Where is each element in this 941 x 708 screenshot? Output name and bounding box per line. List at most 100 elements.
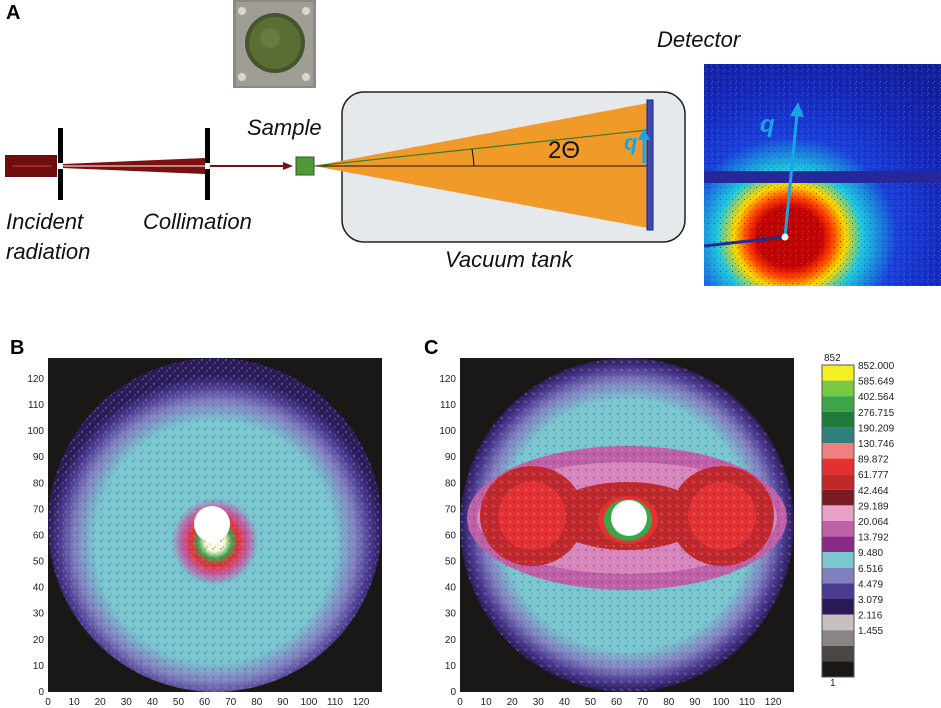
axis-ticks-b: 0010102020303040405050606070708080909010… — [27, 374, 370, 708]
x-tick-label: 100 — [713, 697, 730, 708]
y-tick-label: 10 — [445, 661, 457, 672]
saxs-pattern-b: 0010102020303040405050606070708080909010… — [27, 358, 382, 708]
colorbar-level-label: 3.079 — [858, 595, 883, 606]
x-tick-label: 0 — [457, 697, 463, 708]
colorbar-swatch — [822, 365, 854, 381]
x-tick-label: 30 — [533, 697, 545, 708]
colorbar-swatch — [822, 458, 854, 475]
y-tick-label: 70 — [445, 504, 457, 515]
colorbar-swatch — [822, 521, 854, 537]
colorbar-swatch — [822, 661, 854, 677]
colorbar-frame — [821, 364, 855, 678]
x-tick-label: 90 — [277, 697, 289, 708]
x-tick-label: 50 — [173, 697, 185, 708]
y-tick-label: 50 — [445, 557, 457, 568]
colorbar-level-label: 9.480 — [858, 548, 883, 559]
x-tick-label: 70 — [225, 697, 237, 708]
panel-letter-b: B — [10, 337, 25, 359]
colorbar-swatch — [822, 552, 854, 568]
x-tick-label: 60 — [611, 697, 623, 708]
colorbar-swatch — [822, 583, 854, 599]
x-tick-label: 120 — [353, 697, 370, 708]
x-tick-label: 120 — [765, 697, 782, 708]
colorbar-level-label: 4.479 — [858, 579, 883, 590]
colorbar-level-label: 20.064 — [858, 517, 889, 528]
colorbar-level-label: 1.455 — [858, 626, 883, 637]
beamstop-shadow — [704, 171, 941, 183]
y-tick-label: 30 — [33, 609, 45, 620]
q-label-tank: q — [624, 130, 638, 155]
detector-label: Detector — [657, 27, 741, 52]
detector-plate — [646, 99, 654, 231]
x-tick-label: 60 — [199, 697, 211, 708]
panel-letter-c: C — [424, 337, 439, 359]
colorbar-swatch — [822, 630, 854, 646]
colorbar-swatch — [822, 599, 854, 615]
vacuum-tank-label: Vacuum tank — [445, 247, 573, 272]
x-tick-label: 110 — [739, 697, 755, 708]
colorbar-swatch — [822, 443, 854, 459]
colorbar-level-label: 61.777 — [858, 470, 889, 481]
y-tick-label: 80 — [445, 478, 457, 489]
colorbar-swatch — [822, 505, 854, 521]
colorbar-swatch — [822, 567, 854, 584]
x-tick-label: 20 — [95, 697, 107, 708]
collimation-label: Collimation — [143, 209, 252, 234]
colorbar-swatch — [822, 536, 854, 553]
x-tick-label: 40 — [559, 697, 571, 708]
y-tick-label: 50 — [33, 557, 45, 568]
colorbar-level-label: 402.564 — [858, 392, 895, 403]
y-tick-label: 30 — [445, 609, 457, 620]
x-tick-label: 50 — [585, 697, 597, 708]
x-tick-label: 80 — [251, 697, 263, 708]
y-tick-label: 40 — [33, 583, 45, 594]
colorbar-swatch — [822, 427, 854, 443]
y-tick-label: 80 — [33, 478, 45, 489]
saxs-setup-schematic: q 2Θ — [5, 0, 686, 243]
panel-letter-a: A — [6, 2, 21, 24]
y-tick-label: 40 — [445, 583, 457, 594]
colorbar-swatch — [822, 380, 854, 397]
x-tick-label: 80 — [663, 697, 675, 708]
colorbar-top-label: 852 — [824, 353, 841, 364]
y-tick-label: 90 — [33, 452, 45, 463]
colorbar: 852 852.000585.649402.564276.715190.2091… — [821, 353, 895, 689]
x-tick-label: 90 — [689, 697, 701, 708]
x-tick-label: 10 — [481, 697, 493, 708]
colorbar-level-label: 585.649 — [858, 377, 895, 388]
y-tick-label: 20 — [33, 635, 45, 646]
y-tick-label: 0 — [38, 687, 44, 698]
x-tick-label: 0 — [45, 697, 51, 708]
y-tick-label: 90 — [445, 452, 457, 463]
colorbar-swatch — [822, 489, 854, 506]
incident-label-line2: radiation — [6, 239, 91, 264]
y-tick-label: 120 — [439, 374, 456, 385]
colorbar-bottom-label: 1 — [830, 678, 836, 689]
axis-ticks-c: 0010102020303040405050606070708080909010… — [439, 374, 782, 708]
y-tick-label: 10 — [33, 661, 45, 672]
saxs-pattern-c: 0010102020303040405050606070708080909010… — [439, 358, 794, 708]
sample-holder-photo — [233, 0, 316, 88]
colorbar-level-label: 2.116 — [858, 611, 883, 622]
colorbar-level-label: 6.516 — [858, 564, 883, 575]
x-tick-label: 10 — [69, 697, 81, 708]
x-tick-label: 70 — [637, 697, 649, 708]
y-tick-label: 120 — [27, 374, 44, 385]
colorbar-swatch — [822, 396, 854, 412]
y-tick-label: 110 — [440, 400, 456, 411]
colorbar-swatch — [822, 645, 854, 662]
colorbar-levels: 852.000585.649402.564276.715190.209130.7… — [821, 361, 895, 678]
y-tick-label: 60 — [445, 530, 457, 541]
x-tick-label: 30 — [121, 697, 133, 708]
colorbar-swatch — [822, 411, 854, 428]
colorbar-level-label: 852.000 — [858, 361, 895, 372]
two-theta-label: 2Θ — [548, 137, 580, 164]
colorbar-swatch — [822, 614, 854, 631]
x-tick-label: 110 — [327, 697, 343, 708]
y-tick-label: 70 — [33, 504, 45, 515]
x-tick-label: 20 — [507, 697, 519, 708]
q-label-detector: q — [760, 111, 775, 138]
colorbar-level-label: 29.189 — [858, 501, 889, 512]
y-tick-label: 100 — [439, 426, 456, 437]
colorbar-level-label: 42.464 — [858, 486, 889, 497]
